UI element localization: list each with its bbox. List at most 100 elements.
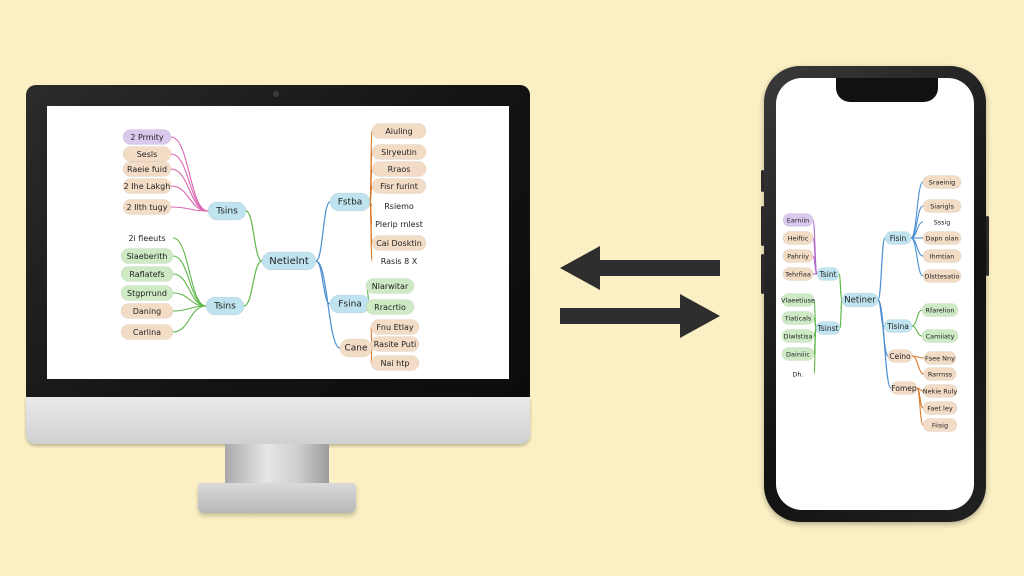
phone-volume-up-button	[761, 206, 764, 246]
leaf-node-bubble	[922, 384, 958, 398]
center-connector	[315, 260, 341, 349]
leaf-node-bubble	[372, 253, 426, 269]
leaf-node-bubble	[370, 319, 420, 335]
phone-mindmap: NetinerTsintEarniinHeifticPahriiyTehrfia…	[781, 175, 962, 432]
leaf-node-label: Nekie Ruly	[923, 388, 958, 396]
leaf-node: Tehrfiaa	[782, 267, 814, 281]
leaf-node-bubble	[365, 299, 415, 315]
leaf-node-bubble	[365, 278, 415, 294]
leaf-node: Dapn olan	[922, 231, 962, 245]
leaf-node-label: Rracrtio	[374, 303, 406, 312]
leaf-node-label: Dainiiic	[786, 351, 810, 359]
topic-node-bubble	[883, 319, 913, 333]
center-connector	[243, 260, 263, 307]
leaf-node: Fsee Nny	[923, 351, 957, 365]
branch-connector	[911, 325, 923, 337]
leaf-node: Camiiaty	[921, 329, 959, 343]
topic-node: Tsinst	[815, 321, 841, 335]
leaf-node-label: Nlarwitar	[372, 282, 409, 291]
leaf-node: Siarigls	[922, 199, 962, 213]
leaf-node-bubble	[372, 216, 426, 232]
topic-node-label: Fstba	[338, 198, 363, 208]
leaf-node-bubble	[782, 213, 814, 227]
leaf-node: Faet ley	[922, 401, 958, 415]
leaf-node: Rsiemo	[372, 198, 426, 214]
topic-node-bubble	[884, 231, 912, 245]
branch-connector	[911, 355, 925, 375]
leaf-node-bubble	[921, 303, 959, 317]
topic-node-bubble	[329, 192, 371, 212]
branch-connector	[369, 201, 373, 262]
leaf-node-bubble	[120, 285, 174, 301]
leaf-node: Diwlstisa	[781, 329, 815, 343]
leaf-node: Fnu Etlay	[370, 319, 420, 335]
leaf-node-label: Cai Dosktin	[376, 239, 422, 248]
leaf-node-label: Heiftic	[788, 235, 809, 243]
center-connector	[877, 237, 886, 301]
topic-node-label: Tisina	[886, 322, 909, 331]
leaf-node-label: 2i fleeuts	[128, 234, 165, 243]
topic-node: Tsins	[207, 201, 247, 221]
leaf-node-bubble	[120, 324, 174, 340]
leaf-node: Stgprrund	[120, 285, 174, 301]
topic-node-label: Cane	[344, 344, 368, 354]
phone-power-button	[986, 216, 989, 276]
leaf-node-bubble	[371, 235, 427, 251]
center-connector	[838, 273, 843, 301]
leaf-node-label: Rasis 8 X	[381, 257, 418, 266]
leaf-node-label: Plerip rnlest	[375, 220, 423, 229]
branch-connector	[170, 206, 209, 212]
leaf-node-bubble	[922, 199, 962, 213]
leaf-node-label: Daning	[133, 307, 162, 316]
leaf-node-bubble	[922, 269, 962, 283]
center-connector	[877, 299, 892, 389]
leaf-node-bubble	[781, 293, 815, 307]
branch-connector	[170, 136, 209, 212]
leaf-node-label: Rraos	[388, 165, 411, 174]
leaf-node-bubble	[120, 303, 174, 319]
topic-node-label: Tsins	[215, 207, 238, 217]
leaf-node-bubble	[370, 336, 420, 352]
leaf-node: Earniin	[782, 213, 814, 227]
topic-node-label: Fsina	[338, 300, 362, 310]
leaf-node-label: Camiiaty	[926, 333, 955, 341]
branch-connector	[170, 168, 209, 212]
topic-node-label: Fomep	[891, 384, 917, 393]
leaf-node: 2i fleeuts	[121, 230, 173, 246]
leaf-node-bubble	[922, 175, 962, 189]
leaf-node: Rasis 8 X	[372, 253, 426, 269]
center-connector	[315, 201, 331, 262]
leaf-node: Plerip rnlest	[372, 216, 426, 232]
topic-node-bubble	[339, 338, 373, 358]
branch-connector	[172, 305, 207, 333]
leaf-node-label: Stgprrund	[127, 289, 167, 298]
phone-side-button	[761, 170, 764, 192]
center-connector	[245, 210, 263, 262]
leaf-node: 2 Ihe Lakgh	[122, 178, 172, 194]
leaf-node-bubble	[922, 249, 962, 263]
leaf-node: Pahriiy	[782, 249, 814, 263]
branch-connector	[170, 153, 209, 212]
leaf-node-bubble	[122, 199, 172, 215]
leaf-node-bubble	[371, 178, 427, 194]
leaf-node-label: Sesls	[137, 150, 158, 159]
topic-node: Fomep	[890, 381, 918, 395]
topic-node-bubble	[815, 321, 841, 335]
topic-node-label: Tsint	[818, 270, 836, 279]
leaf-node-label: Fiisig	[932, 422, 948, 430]
topic-node: Ceino	[887, 349, 913, 363]
leaf-node-bubble	[922, 231, 962, 245]
topic-node-bubble	[887, 349, 913, 363]
leaf-node-label: Pahriiy	[787, 253, 809, 261]
branch-connector	[172, 255, 207, 307]
leaf-node: Slryeutin	[371, 144, 427, 160]
leaf-node-label: Slaeberith	[127, 252, 168, 261]
leaf-node: Tiaticals	[781, 311, 815, 325]
monitor-chin	[26, 397, 530, 444]
center-connector	[315, 260, 331, 305]
leaf-node-label: Sraeinig	[929, 179, 956, 187]
leaf-node: Heiftic	[782, 231, 814, 245]
